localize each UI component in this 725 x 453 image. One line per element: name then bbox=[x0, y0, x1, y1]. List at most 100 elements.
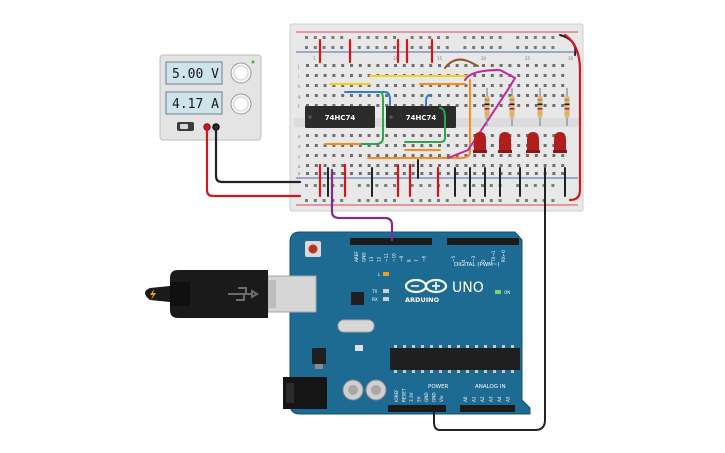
breadboard-hole[interactable] bbox=[437, 46, 440, 49]
breadboard-hole[interactable] bbox=[394, 94, 397, 97]
breadboard-hole[interactable] bbox=[482, 84, 485, 87]
breadboard-hole[interactable] bbox=[490, 144, 494, 147]
breadboard-hole[interactable] bbox=[420, 94, 424, 97]
breadboard-hole[interactable] bbox=[306, 104, 309, 107]
breadboard-hole[interactable] bbox=[402, 64, 406, 67]
power-supply[interactable]: 5.00 V 4.17 A bbox=[159, 54, 262, 141]
breadboard-hole[interactable] bbox=[526, 104, 529, 107]
breadboard-hole[interactable] bbox=[464, 154, 468, 157]
breadboard-hole[interactable] bbox=[455, 94, 459, 97]
breadboard-hole[interactable] bbox=[332, 164, 336, 167]
breadboard-hole[interactable] bbox=[358, 154, 362, 157]
breadboard-hole[interactable] bbox=[473, 74, 477, 77]
breadboard-hole[interactable] bbox=[534, 94, 538, 97]
breadboard-hole[interactable] bbox=[350, 104, 353, 107]
breadboard-hole[interactable] bbox=[499, 104, 503, 107]
breadboard-hole[interactable] bbox=[534, 74, 538, 77]
breadboard-hole[interactable] bbox=[376, 144, 380, 147]
breadboard-hole[interactable] bbox=[533, 199, 537, 202]
breadboard-hole[interactable] bbox=[438, 172, 441, 175]
breadboard-hole[interactable] bbox=[314, 134, 318, 137]
breadboard-hole[interactable] bbox=[358, 64, 362, 67]
breadboard-hole[interactable] bbox=[429, 164, 433, 167]
current-knob[interactable] bbox=[230, 93, 252, 115]
breadboard-hole[interactable] bbox=[384, 199, 388, 202]
analog-header[interactable] bbox=[460, 405, 515, 412]
breadboard-hole[interactable] bbox=[305, 199, 308, 202]
breadboard-hole[interactable] bbox=[526, 74, 529, 77]
breadboard-hole[interactable] bbox=[429, 104, 433, 107]
breadboard-hole[interactable] bbox=[489, 46, 493, 49]
breadboard-hole[interactable] bbox=[473, 104, 477, 107]
breadboard-hole[interactable] bbox=[472, 199, 476, 202]
red-led[interactable] bbox=[498, 132, 512, 153]
resistor[interactable] bbox=[509, 96, 515, 118]
breadboard-hole[interactable] bbox=[490, 84, 494, 87]
breadboard-hole[interactable] bbox=[455, 84, 459, 87]
breadboard-hole[interactable] bbox=[551, 36, 555, 39]
breadboard-hole[interactable] bbox=[473, 164, 477, 167]
breadboard-hole[interactable] bbox=[517, 144, 521, 147]
breadboard-hole[interactable] bbox=[499, 164, 503, 167]
breadboard-hole[interactable] bbox=[357, 199, 361, 202]
breadboard-hole[interactable] bbox=[323, 144, 327, 147]
breadboard-hole[interactable] bbox=[463, 184, 467, 187]
breadboard-hole[interactable] bbox=[473, 154, 477, 157]
breadboard-hole[interactable] bbox=[508, 164, 512, 167]
breadboard-hole[interactable] bbox=[402, 84, 406, 87]
breadboard-hole[interactable] bbox=[517, 134, 521, 137]
breadboard-hole[interactable] bbox=[332, 172, 336, 175]
breadboard-hole[interactable] bbox=[526, 134, 529, 137]
breadboard-hole[interactable] bbox=[490, 154, 494, 157]
breadboard-hole[interactable] bbox=[526, 164, 529, 167]
breadboard-hole[interactable] bbox=[552, 64, 556, 67]
breadboard-hole[interactable] bbox=[489, 184, 493, 187]
breadboard-hole[interactable] bbox=[420, 134, 424, 137]
breadboard-hole[interactable] bbox=[385, 104, 389, 107]
breadboard-hole[interactable] bbox=[420, 84, 424, 87]
breadboard-hole[interactable] bbox=[402, 134, 406, 137]
breadboard-hole[interactable] bbox=[366, 184, 370, 187]
breadboard-hole[interactable] bbox=[552, 104, 556, 107]
breadboard-hole[interactable] bbox=[438, 144, 441, 147]
breadboard-hole[interactable] bbox=[350, 64, 353, 67]
breadboard-hole[interactable] bbox=[358, 144, 362, 147]
breadboard-hole[interactable] bbox=[323, 84, 327, 87]
breadboard-hole[interactable] bbox=[464, 134, 468, 137]
breadboard-hole[interactable] bbox=[490, 74, 494, 77]
breadboard-hole[interactable] bbox=[358, 172, 362, 175]
breadboard-hole[interactable] bbox=[429, 134, 433, 137]
breadboard-hole[interactable] bbox=[490, 164, 494, 167]
breadboard-hole[interactable] bbox=[357, 46, 361, 49]
breadboard-hole[interactable] bbox=[482, 74, 485, 77]
breadboard-hole[interactable] bbox=[438, 154, 441, 157]
breadboard-hole[interactable] bbox=[402, 94, 406, 97]
breadboard-hole[interactable] bbox=[429, 64, 433, 67]
breadboard-hole[interactable] bbox=[472, 36, 476, 39]
breadboard-hole[interactable] bbox=[341, 84, 345, 87]
breadboard-hole[interactable] bbox=[489, 36, 493, 39]
breadboard-hole[interactable] bbox=[410, 36, 414, 39]
breadboard-hole[interactable] bbox=[420, 64, 424, 67]
breadboard-hole[interactable] bbox=[473, 94, 477, 97]
breadboard-hole[interactable] bbox=[394, 64, 397, 67]
breadboard-hole[interactable] bbox=[464, 84, 468, 87]
breadboard-hole[interactable] bbox=[490, 134, 494, 137]
breadboard-hole[interactable] bbox=[482, 164, 485, 167]
breadboard-hole[interactable] bbox=[455, 104, 459, 107]
breadboard-hole[interactable] bbox=[517, 172, 521, 175]
breadboard-hole[interactable] bbox=[499, 64, 503, 67]
breadboard-hole[interactable] bbox=[525, 199, 528, 202]
breadboard-hole[interactable] bbox=[543, 144, 547, 147]
breadboard-hole[interactable] bbox=[332, 94, 336, 97]
breadboard-hole[interactable] bbox=[543, 84, 547, 87]
breadboard-hole[interactable] bbox=[446, 134, 450, 137]
breadboard-hole[interactable] bbox=[411, 144, 415, 147]
breadboard-hole[interactable] bbox=[543, 104, 547, 107]
breadboard-hole[interactable] bbox=[429, 84, 433, 87]
breadboard-hole[interactable] bbox=[332, 154, 336, 157]
breadboard-hole[interactable] bbox=[402, 154, 406, 157]
breadboard-hole[interactable] bbox=[526, 64, 529, 67]
breadboard-hole[interactable] bbox=[429, 172, 433, 175]
breadboard-hole[interactable] bbox=[306, 74, 309, 77]
